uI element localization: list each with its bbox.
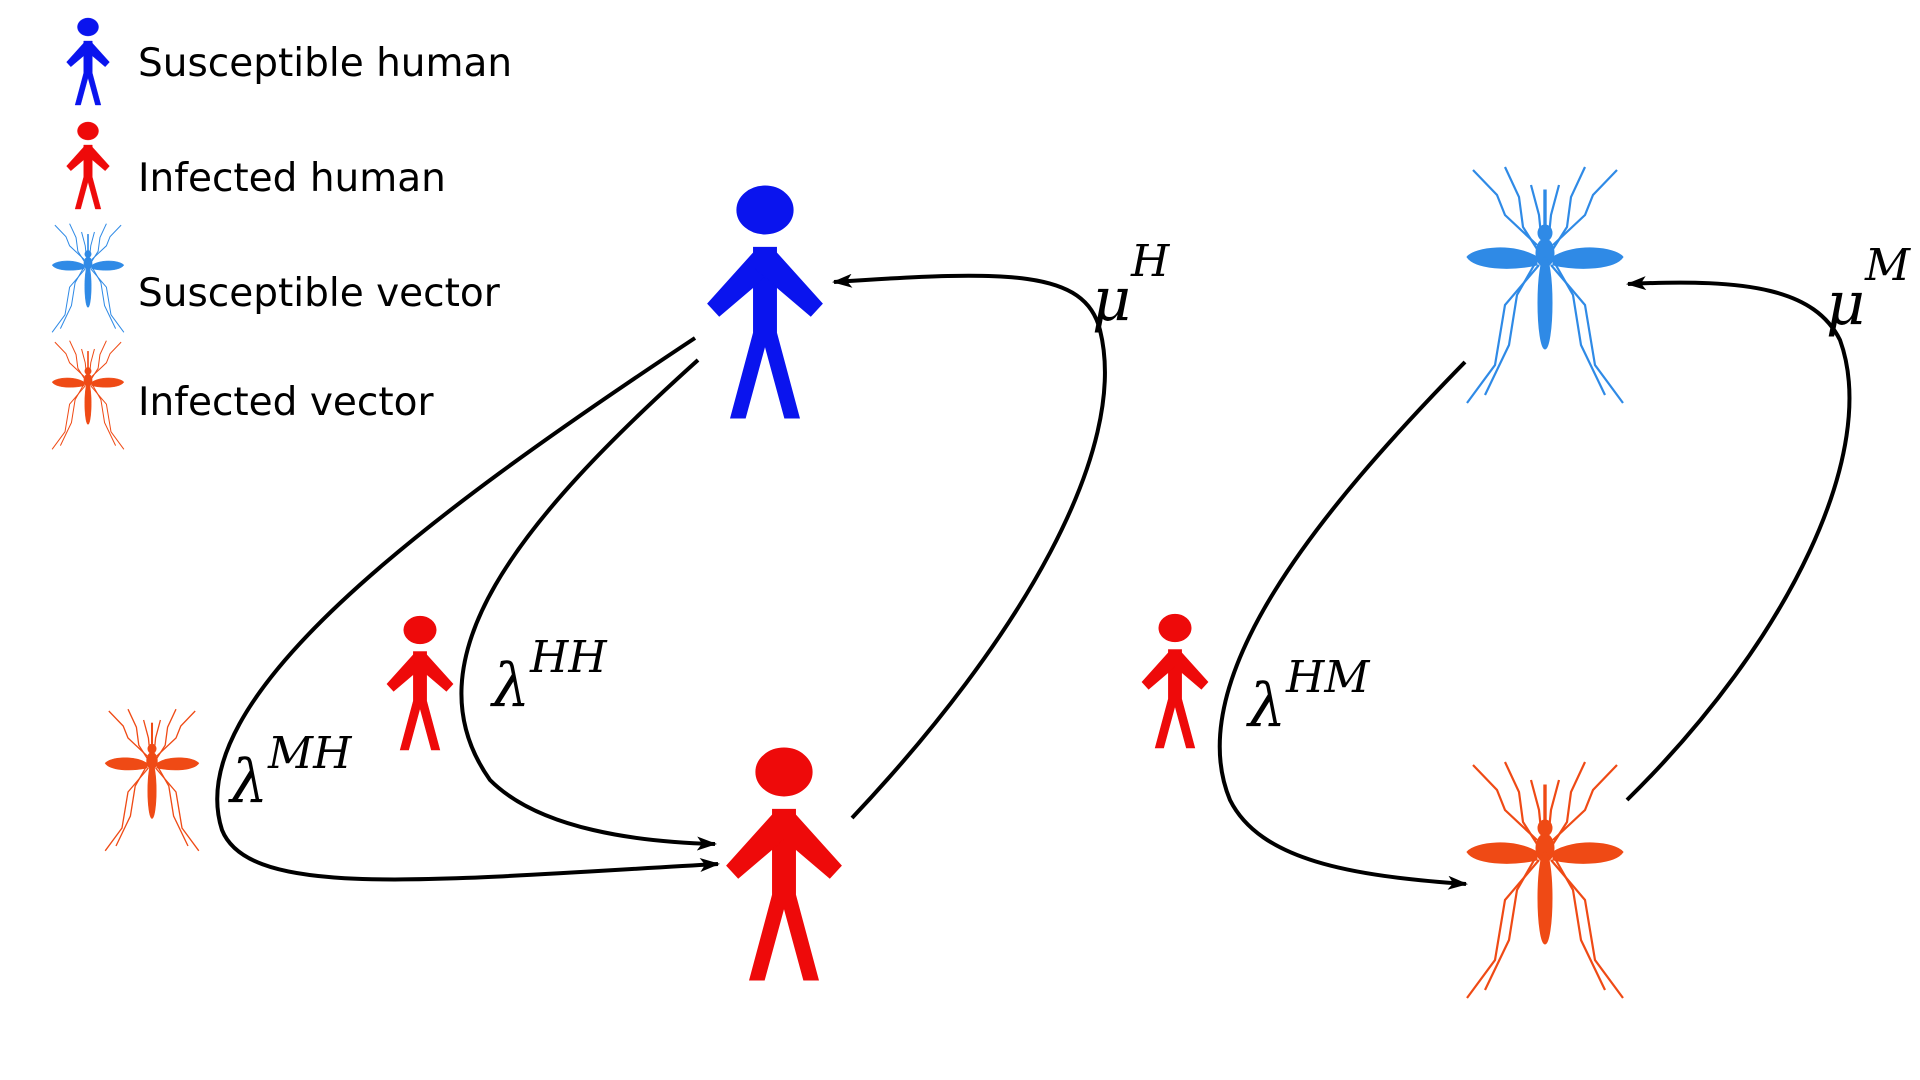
- mosquito-icon: [51, 223, 125, 333]
- rate-superscript: HH: [529, 632, 608, 683]
- rate-label-lambda-hm: λHM: [1246, 652, 1370, 741]
- arrow-lambda-hm: [1217, 360, 1468, 890]
- susceptible-human-node: [707, 185, 823, 419]
- infected-vector-source-icon: [104, 708, 200, 852]
- rate-superscript: HM: [1285, 652, 1370, 703]
- human-icon: [66, 121, 110, 210]
- arrow-mu-h: [832, 273, 1107, 820]
- rate-superscript: M: [1864, 240, 1911, 291]
- rate-symbol: λ: [490, 651, 530, 721]
- rate-symbol: μ: [1826, 269, 1865, 339]
- legend-item-susceptible-vector: Susceptible vector: [51, 223, 501, 333]
- infected-vector-node: [1465, 760, 1625, 1000]
- rate-label-mu-m: μM: [1826, 240, 1911, 339]
- arrow-lambda-hh: [459, 358, 717, 851]
- legend-item-susceptible-human: Susceptible human: [66, 17, 512, 106]
- arrow-mu-m: [1625, 276, 1852, 802]
- susceptible-vector-node: [1465, 165, 1625, 405]
- infected-human-source-icon: [386, 615, 454, 751]
- legend-label: Susceptible human: [138, 41, 512, 86]
- human-icon: [66, 17, 110, 106]
- rate-symbol: λ: [1246, 671, 1286, 741]
- rate-label-lambda-mh: λMH: [228, 728, 353, 817]
- infected-human-node: [726, 747, 842, 981]
- human-cycle: μH λHH λMH: [104, 185, 1171, 981]
- rate-superscript: MH: [267, 728, 353, 779]
- arrow-lambda-mh: [215, 336, 720, 882]
- legend-label: Infected vector: [138, 380, 434, 425]
- legend-label: Susceptible vector: [138, 271, 501, 316]
- legend: Susceptible human Infected human Suscept…: [51, 17, 512, 450]
- rate-label-mu-h: μH: [1092, 236, 1171, 335]
- legend-item-infected-vector: Infected vector: [51, 340, 434, 450]
- infected-human-source-icon: [1141, 613, 1209, 749]
- mosquito-icon: [51, 340, 125, 450]
- rate-symbol: μ: [1092, 265, 1131, 335]
- rate-label-lambda-hh: λHH: [490, 632, 608, 721]
- rate-symbol: λ: [228, 747, 268, 817]
- vector-cycle: μM λHM: [1141, 165, 1911, 1000]
- legend-label: Infected human: [138, 156, 446, 201]
- legend-item-infected-human: Infected human: [66, 121, 446, 210]
- rate-superscript: H: [1130, 236, 1171, 287]
